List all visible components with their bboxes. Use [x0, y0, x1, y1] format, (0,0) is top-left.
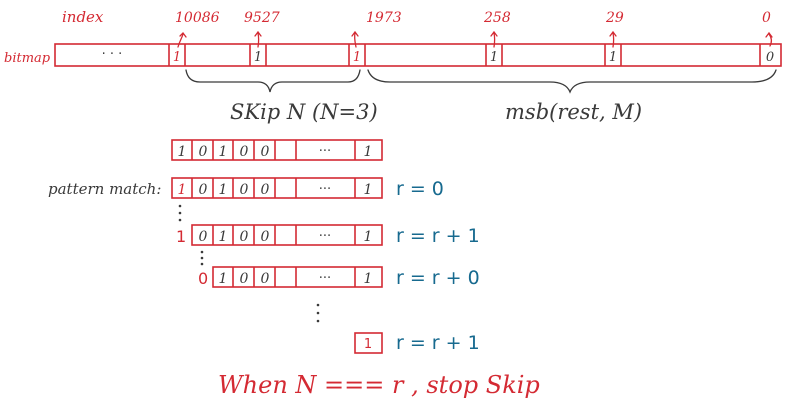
pattern-cell: ··· — [319, 144, 331, 159]
index-value: 9527 — [244, 10, 280, 26]
pattern-cell: 0 — [240, 271, 249, 287]
arrow-icon — [490, 30, 498, 48]
pattern-cell: 1 — [219, 271, 228, 287]
pattern-cell: 1 — [219, 144, 228, 160]
bitmap-bit: 1 — [490, 50, 498, 65]
pattern-row: 1 0 1 0 0 ··· 1 — [171, 139, 383, 161]
bitmap-bit: 1 — [254, 50, 262, 65]
skip-label: SKip N (N=3) — [230, 100, 378, 124]
pattern-row: 0 1 0 0 ··· 1 — [191, 224, 383, 246]
bitmap-ellipsis: · · · — [102, 47, 123, 62]
bitmap-bit: 1 — [353, 50, 361, 65]
pattern-cell: 0 — [261, 271, 270, 287]
arrow-icon — [254, 30, 262, 48]
arrow-icon — [765, 31, 773, 47]
bitmap-bit: 1 — [173, 50, 181, 65]
pattern-row: 1 0 0 ··· 1 — [212, 266, 383, 288]
continuation-dots — [316, 303, 320, 323]
counter-note: r = r + 1 — [396, 225, 480, 247]
msb-label: msb(rest, M) — [505, 100, 642, 124]
pattern-cell: 0 — [240, 229, 249, 245]
pattern-cell: 0 — [240, 182, 249, 198]
bitmap-bit: 0 — [766, 50, 774, 65]
pattern-cell: 0 — [261, 182, 270, 198]
arrow-icon — [351, 30, 359, 48]
index-value: 0 — [762, 10, 771, 26]
pattern-cell: 0 — [240, 144, 249, 160]
counter-note-text: r = r + 1 — [396, 225, 480, 247]
skip-brace — [185, 69, 361, 93]
pattern-cell: 1 — [219, 182, 228, 198]
index-pointer-arrows — [177, 30, 773, 48]
pattern-cell: 0 — [261, 229, 270, 245]
index-value: 29 — [605, 10, 624, 26]
pattern-cell: 0 — [199, 229, 208, 245]
pattern-cell: 1 — [364, 337, 372, 352]
index-label: index — [62, 8, 104, 26]
pattern-cell: 0 — [199, 182, 208, 198]
pattern-cell: 1 — [178, 182, 187, 198]
shifted-out-bit: 0 — [198, 269, 208, 288]
pattern-cell: 0 — [199, 144, 208, 160]
bitmap-label: bitmap — [4, 51, 51, 66]
pattern-cell: ··· — [319, 229, 331, 244]
continuation-dots — [178, 204, 182, 222]
pattern-cell: 1 — [364, 144, 373, 160]
pattern-cell: ··· — [319, 182, 331, 197]
msb-brace — [367, 69, 777, 94]
pattern-row: 1 — [354, 332, 383, 354]
shifted-out-bit: 1 — [176, 227, 186, 246]
counter-note: r = 0 — [396, 178, 444, 200]
counter-note: r = r + 1 — [396, 332, 480, 354]
arrow-icon — [177, 32, 187, 48]
counter-note: r = r + 0 — [396, 267, 480, 289]
index-value: 10086 — [175, 10, 220, 26]
pattern-cell: 1 — [219, 229, 228, 245]
pattern-match-label: pattern match: — [48, 180, 161, 198]
continuation-dots — [200, 250, 204, 266]
bitmap-bit: 1 — [609, 50, 617, 65]
arrow-icon — [609, 30, 617, 48]
stop-condition: When N === r , stop Skip — [218, 371, 540, 399]
pattern-cell: 1 — [178, 144, 187, 160]
pattern-cell: 1 — [364, 182, 373, 198]
bitmap-bar: · · · 1 1 1 1 1 0 — [54, 43, 782, 67]
pattern-cell: 0 — [261, 144, 270, 160]
pattern-cell: 1 — [364, 229, 373, 245]
pattern-row: 1 0 1 0 0 ··· 1 — [171, 177, 383, 199]
bitmap-outline — [54, 43, 782, 67]
pattern-cell: ··· — [319, 271, 331, 286]
index-value: 258 — [483, 10, 511, 26]
pattern-cell: 1 — [364, 271, 373, 287]
index-value: 1973 — [366, 10, 402, 26]
